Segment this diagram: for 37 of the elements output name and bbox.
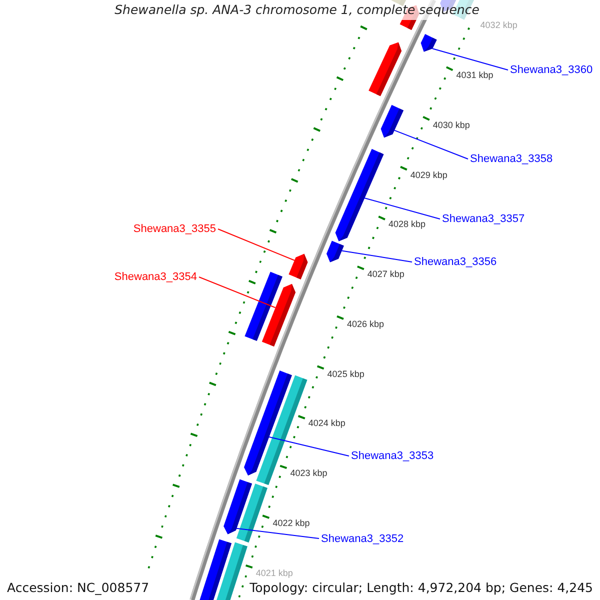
tick-label: 4032 kbp [480, 20, 518, 30]
tick-label: 4027 kbp [367, 269, 404, 280]
gene-label: Shewana3_3355 [133, 223, 216, 235]
leader-line [198, 276, 276, 308]
leader-line [236, 528, 320, 539]
gene-label: Shewana3_3352 [321, 532, 404, 544]
tick-label: 4022 kbp [272, 518, 310, 528]
gene-label: Shewana3_3360 [510, 64, 593, 76]
tick-label: 4025 kbp [327, 368, 364, 379]
tick-label: 4031 kbp [456, 70, 494, 80]
tick-label: 4024 kbp [308, 418, 346, 428]
gene-bar [326, 240, 344, 262]
tick-label: 4026 kbp [347, 318, 384, 329]
tick-label: 4021 kbp [256, 568, 293, 578]
tick-label: 4028 kbp [388, 219, 426, 230]
gene-label: Shewana3_3358 [470, 153, 553, 165]
leader-line [218, 228, 295, 261]
gene-label: Shewana3_3356 [414, 256, 497, 268]
gene-label: Shewana3_3354 [114, 271, 197, 283]
leader-line [394, 130, 468, 160]
tick-label: 4030 kbp [432, 120, 470, 130]
gene-bar [216, 542, 248, 600]
gene-bar [380, 104, 404, 138]
gene-bar [420, 34, 437, 52]
leader-line [341, 250, 412, 262]
gene-bar [262, 284, 296, 346]
gene-label: Shewana3_3357 [442, 213, 525, 225]
gene-bar [288, 254, 308, 280]
leader-line [432, 48, 508, 70]
gene-bar [236, 484, 268, 542]
gene-bar [335, 148, 384, 242]
gene-label: Shewana3_3353 [351, 450, 434, 462]
leader-line [364, 198, 440, 220]
gene-bar [368, 42, 402, 96]
leader-line [268, 436, 350, 456]
tick-label: 4029 kbp [410, 170, 448, 180]
tick-label: 4023 kbp [290, 468, 328, 478]
